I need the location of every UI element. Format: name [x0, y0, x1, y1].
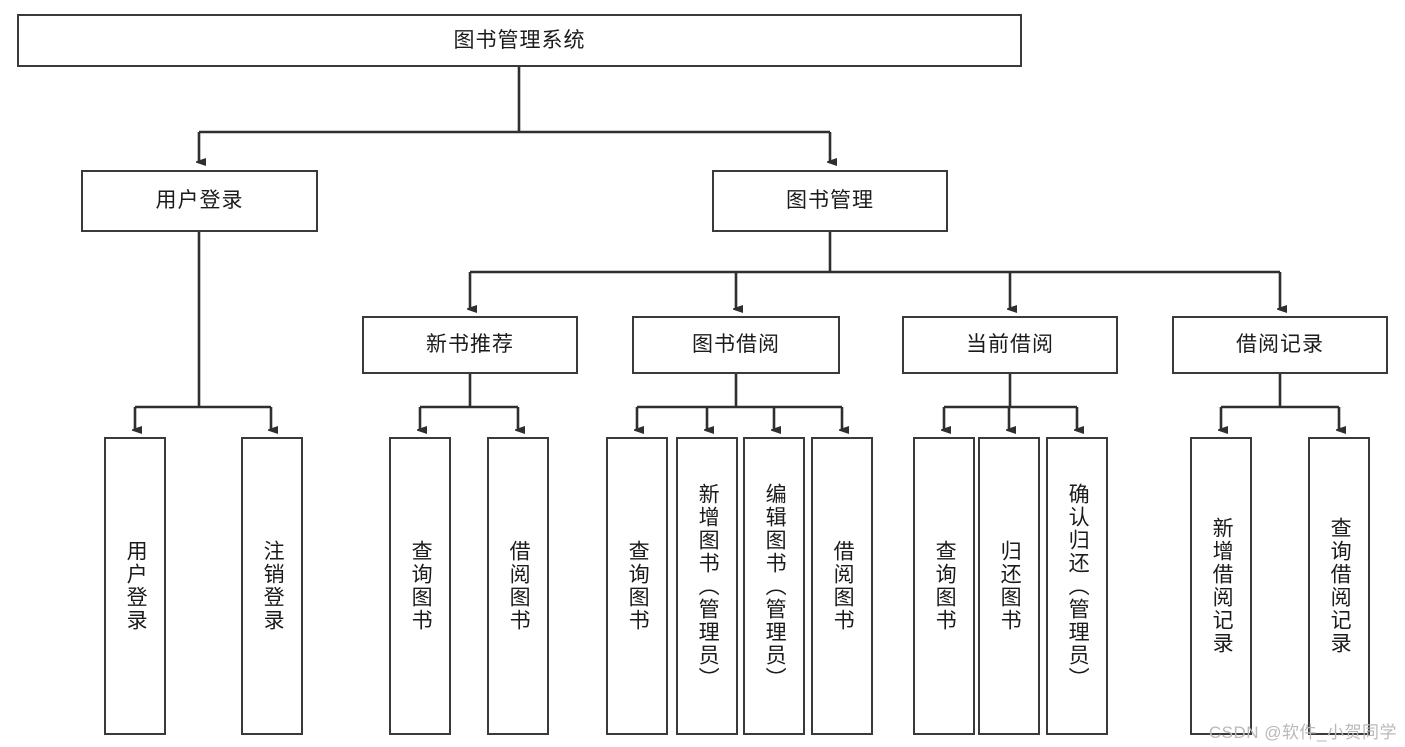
- leaf-label: 注销登录: [261, 540, 285, 632]
- leaf-return-books[interactable]: 归还图书: [978, 437, 1040, 735]
- leaf-label: 查询图书: [409, 540, 433, 632]
- leaf-user-login[interactable]: 用户登录: [104, 437, 166, 735]
- leaf-add-borrow-record[interactable]: 新增借阅记录: [1190, 437, 1252, 735]
- node-current-borrowing[interactable]: 当前借阅: [902, 316, 1118, 374]
- leaf-confirm-return-admin[interactable]: 确认归还（管理员）: [1046, 437, 1108, 735]
- node-borrow-records[interactable]: 借阅记录: [1172, 316, 1388, 374]
- leaf-label: 查询图书: [626, 540, 650, 632]
- leaf-add-book-admin[interactable]: 新增图书（管理员）: [676, 437, 738, 735]
- node-root-book-management-system[interactable]: 图书管理系统: [17, 14, 1022, 67]
- leaf-label: 借阅图书: [507, 540, 531, 632]
- leaf-query-books-borrow[interactable]: 查询图书: [606, 437, 668, 735]
- leaf-label: 新增借阅记录: [1210, 517, 1234, 655]
- leaf-query-books-current[interactable]: 查询图书: [913, 437, 975, 735]
- leaf-edit-book-admin[interactable]: 编辑图书（管理员）: [743, 437, 805, 735]
- leaf-query-borrow-record[interactable]: 查询借阅记录: [1308, 437, 1370, 735]
- leaf-logout[interactable]: 注销登录: [241, 437, 303, 735]
- leaf-label: 新增图书（管理员）: [696, 482, 720, 690]
- leaf-query-books-newbook[interactable]: 查询图书: [389, 437, 451, 735]
- node-new-book-recommendation[interactable]: 新书推荐: [362, 316, 578, 374]
- leaf-label: 确认归还（管理员）: [1066, 482, 1090, 690]
- leaf-label: 查询图书: [933, 540, 957, 632]
- leaf-borrow-books-borrow[interactable]: 借阅图书: [811, 437, 873, 735]
- leaf-borrow-books-newbook[interactable]: 借阅图书: [487, 437, 549, 735]
- leaf-label: 查询借阅记录: [1328, 517, 1352, 655]
- node-book-management[interactable]: 图书管理: [712, 170, 948, 232]
- leaf-label: 归还图书: [998, 540, 1022, 632]
- node-book-borrowing[interactable]: 图书借阅: [632, 316, 840, 374]
- leaf-label: 借阅图书: [831, 540, 855, 632]
- leaf-label: 编辑图书（管理员）: [763, 482, 787, 690]
- leaf-label: 用户登录: [124, 540, 148, 632]
- node-user-login[interactable]: 用户登录: [81, 170, 318, 232]
